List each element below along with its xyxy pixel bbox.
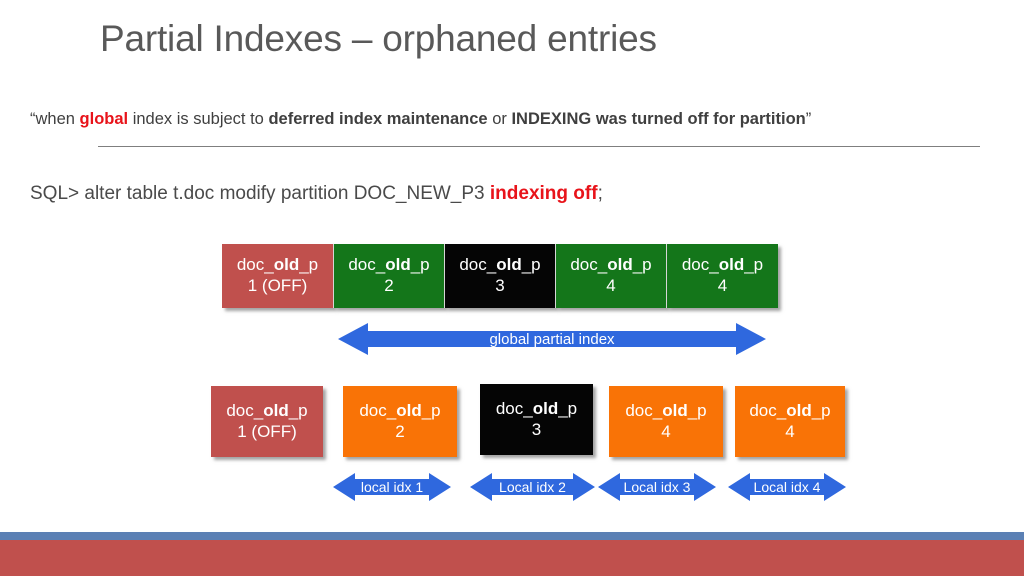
quote-bold-indexing: INDEXING was turned off for partition [511, 110, 806, 128]
local-arrow-label: Local idx 4 [753, 479, 821, 495]
local-index-arrow-1: local idx 1 [333, 472, 451, 502]
double-arrow-icon [470, 473, 595, 501]
quote-close: ” [805, 110, 812, 128]
partition-label-line2: 2 [384, 276, 394, 295]
global-arrow-label: global partial index [489, 330, 615, 348]
quote-bold-deferred: deferred index maintenance [268, 110, 488, 128]
partition-label-line1: doc_old_p [359, 400, 441, 420]
partition-box-local-2: doc_old_p 2 [343, 386, 457, 457]
partition-label-line2: 1 (OFF) [247, 276, 308, 295]
quote-mid-2: or [487, 110, 512, 128]
partition-label-line2: 4 [606, 276, 616, 295]
partition-box-global-3: doc_old_p 3 [445, 244, 556, 308]
quote-open: “when [30, 110, 80, 128]
partition-label-line1: doc_old_p [681, 255, 764, 275]
partition-label-line1: doc_old_p [459, 255, 541, 275]
double-arrow-icon [728, 473, 846, 501]
sql-suffix: ; [597, 183, 603, 204]
partition-label-line2: 3 [495, 276, 505, 295]
partition-label-line1: doc_old_p [348, 255, 430, 275]
double-arrow-icon [333, 473, 451, 501]
local-index-arrow-4: Local idx 4 [728, 472, 846, 502]
partition-label-line1: doc_old_p [625, 400, 707, 420]
global-partial-index-arrow: global partial index [338, 321, 766, 357]
partition-label-line1: doc_old_p [749, 400, 831, 420]
double-arrow-icon [598, 473, 716, 501]
local-arrow-label: local idx 1 [360, 479, 424, 495]
partition-box-local-5: doc_old_p 4 [735, 386, 845, 457]
partition-label-line2: 3 [531, 419, 542, 439]
partition-label-line1: doc_old_p [495, 398, 578, 418]
partition-label-line1: doc_old_p [570, 255, 652, 275]
partition-box-global-2: doc_old_p 2 [334, 244, 445, 308]
sql-statement: SQL> alter table t.doc modify partition … [30, 183, 603, 205]
page-title: Partial Indexes – orphaned entries [100, 18, 657, 59]
sql-prefix: SQL> alter table t.doc modify partition … [30, 183, 490, 204]
partition-box-global-1: doc_old_p 1 (OFF) [222, 244, 334, 308]
partition-label-line2: 2 [395, 421, 405, 441]
partition-label-line2: 1 (OFF) [237, 421, 297, 441]
local-arrow-label: Local idx 3 [623, 479, 691, 495]
sql-highlight-indexing-off: indexing off [489, 183, 598, 204]
partition-box-local-1: doc_old_p 1 (OFF) [211, 386, 323, 457]
partition-box-global-5: doc_old_p 4 [667, 244, 778, 308]
local-arrow-label: Local idx 2 [499, 479, 566, 495]
partition-label-line2: 4 [661, 421, 671, 441]
partition-box-local-4: doc_old_p 4 [609, 386, 723, 457]
partition-label-line1: doc_old_p [226, 400, 308, 420]
partition-label-line2: 4 [785, 421, 795, 441]
quote-keyword-global: global [79, 110, 129, 128]
partition-label-line1: doc_old_p [236, 255, 319, 275]
double-arrow-icon [338, 323, 766, 355]
partition-box-global-4: doc_old_p 4 [556, 244, 667, 308]
horizontal-rule [98, 146, 980, 147]
partition-label-line2: 4 [717, 276, 728, 295]
footer-band [0, 540, 1024, 576]
quote-mid-1: index is subject to [128, 110, 269, 128]
partition-box-local-3: doc_old_p 3 [480, 384, 593, 455]
footer-accent-stripe [0, 532, 1024, 540]
local-index-arrow-2: Local idx 2 [470, 472, 595, 502]
quote-text: “when global index is subject to deferre… [30, 110, 990, 129]
local-index-arrow-3: Local idx 3 [598, 472, 716, 502]
